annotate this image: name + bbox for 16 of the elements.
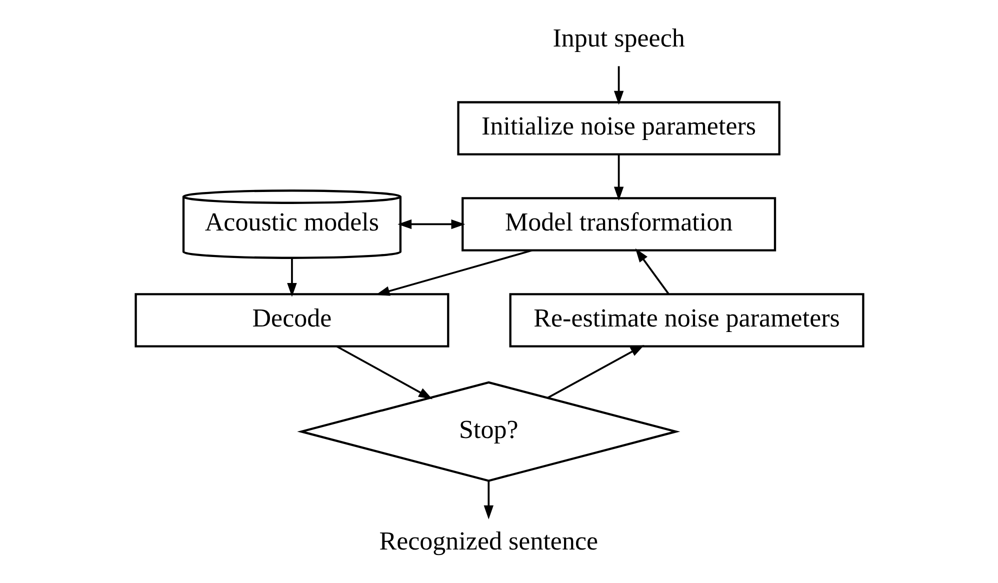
arrow: [634, 248, 669, 294]
node-box: Re-estimate noise parameters: [508, 293, 864, 348]
arrow: [286, 258, 296, 297]
node-box: Decode: [134, 293, 449, 348]
arrow: [375, 250, 532, 296]
arrow: [397, 219, 465, 230]
arrow: [613, 154, 624, 201]
arrow: [336, 345, 432, 400]
node-box: Model transformation: [461, 197, 776, 252]
arrow: [613, 66, 624, 105]
arrow: [483, 480, 494, 520]
node-text: Recognized sentence: [378, 526, 598, 556]
node-diamond: Stop?: [296, 381, 680, 482]
node-text: Input speech: [552, 23, 684, 52]
node-box: Initialize noise parameters: [456, 101, 780, 156]
arrow: [546, 344, 644, 399]
